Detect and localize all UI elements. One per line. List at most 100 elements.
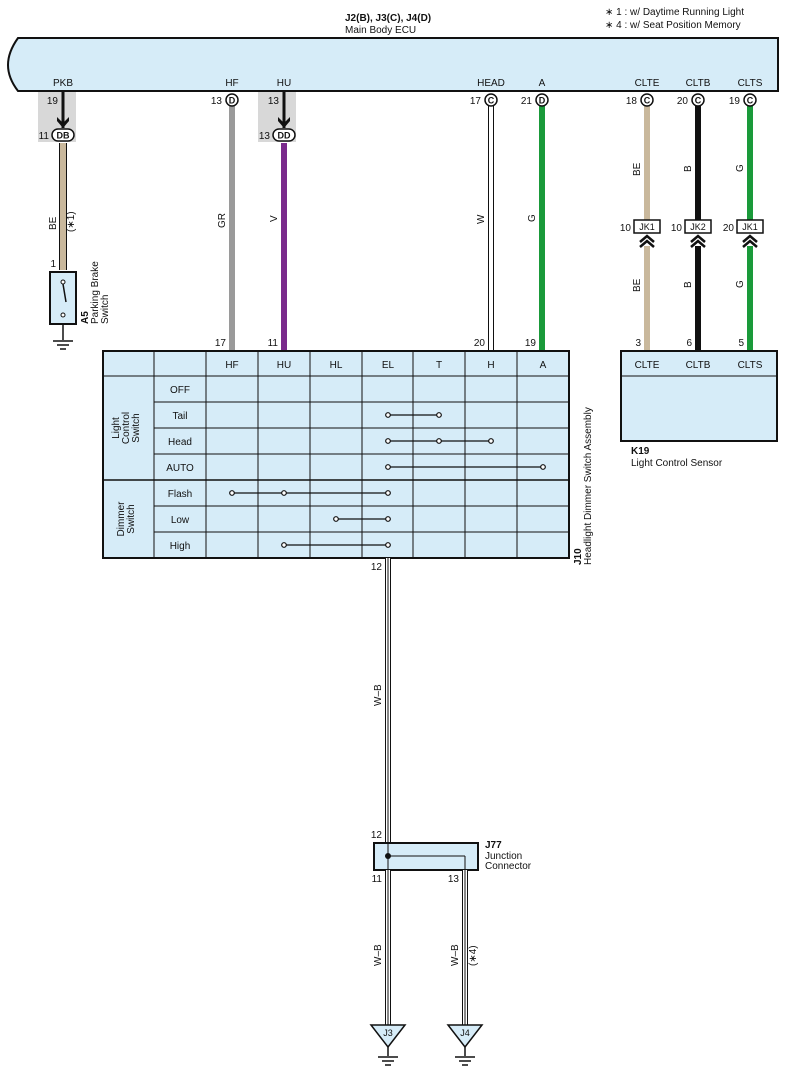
row-high: High — [170, 541, 191, 552]
ecu-connectors: J2(B), J3(C), J4(D) — [345, 13, 431, 24]
wire-label-clte-upper: BE — [632, 162, 643, 176]
ecu-pin-label-clts: CLTS — [738, 78, 763, 89]
ecu-pin-num-a: 21 — [521, 96, 533, 107]
ground-j3: J3 — [369, 1024, 407, 1066]
jk-num-1: 10 — [620, 223, 632, 234]
jk-connector-2: JK2 10 — [671, 219, 712, 248]
dd-pill — [272, 128, 296, 142]
j10-id: J10 — [573, 548, 584, 565]
col-h: H — [487, 360, 494, 371]
jk-label-3: JK1 — [742, 222, 758, 232]
ecu-connector-circles: D C D C C C — [225, 93, 757, 107]
ecu-conn-letter-clte: C — [644, 96, 651, 106]
k19-pin-num-clts: 5 — [738, 338, 744, 349]
wire-label-hf: GR — [217, 213, 228, 228]
wire-label-a: G — [527, 214, 538, 222]
j77-pin-in: 12 — [371, 830, 383, 841]
dd-label: DD — [278, 131, 291, 141]
wire-label-clte-lower: BE — [632, 278, 643, 292]
ecu-conn-circle-cltb — [691, 93, 705, 107]
k19-box — [620, 350, 778, 442]
row-tail: Tail — [172, 411, 187, 422]
k19-pin-label-clte: CLTE — [635, 360, 660, 371]
j77-name-1: Junction — [485, 851, 522, 862]
ecu-pin-labels: PKB HF HU HEAD A CLTE CLTB CLTS — [53, 78, 763, 89]
ecu-pin-label-pkb: PKB — [53, 78, 73, 89]
ecu-conn-circle-clte — [640, 93, 654, 107]
jk-num-3: 20 — [723, 223, 735, 234]
ecu-pin-num-pkb: 19 — [47, 96, 59, 107]
col-hf: HF — [225, 360, 238, 371]
ecu-pin-label-hf: HF — [225, 78, 238, 89]
wire-label-j4: W–B — [450, 944, 461, 966]
switch-table-headers: HF HU HL EL T H A — [225, 360, 546, 371]
ecu-pin-label-hu: HU — [277, 78, 291, 89]
db-pin-num: 11 — [39, 131, 50, 142]
db-pill — [51, 128, 75, 142]
ground-label-j4: J4 — [460, 1028, 470, 1038]
ecu-pin-label-a: A — [539, 78, 546, 89]
wire-label-clts-upper: G — [735, 164, 746, 172]
connector-chevron-icon — [639, 234, 655, 248]
j77-id: J77 — [485, 840, 502, 851]
col-hl: HL — [330, 360, 343, 371]
note-1: ∗ 1 : w/ Daytime Running Light — [605, 7, 744, 18]
col-a: A — [540, 360, 547, 371]
ecu-conn-letter-a: D — [539, 96, 546, 106]
wire-label-clts-lower: G — [735, 280, 746, 288]
connector-chevron-icon — [690, 234, 706, 248]
connector-chevron-icon — [742, 234, 758, 248]
jk-connectors: JK1 10 JK2 10 JK1 20 — [620, 219, 764, 248]
light-control-sensor: 3 6 5 CLTE CLTB CLTS K19 Light Control S… — [620, 338, 778, 469]
row-low: Low — [171, 515, 190, 526]
continuity-dots — [229, 412, 546, 548]
wire-label-cltb-upper: B — [683, 165, 694, 172]
jk-connector-1: JK1 10 — [620, 219, 661, 248]
group-light-1: Light — [111, 417, 122, 439]
wire-color-labels: BE (∗1) GR V W G BE B G BE B G — [48, 162, 746, 292]
ecu-conn-letter-clts: C — [747, 96, 754, 106]
ground-j4: J4 — [446, 1024, 484, 1066]
j10-pin-a: 19 — [525, 338, 537, 349]
wire-label-pkb: BE — [48, 216, 59, 230]
ground-label-j3: J3 — [383, 1028, 393, 1038]
pb-pin-num: 1 — [50, 259, 56, 270]
ecu-pin-num-hf: 13 — [211, 96, 223, 107]
switch-group-labels: Light Control Switch Dimmer Switch — [111, 412, 142, 537]
ecu-conn-letter-head: C — [488, 96, 495, 106]
j77-name-2: Connector — [485, 861, 532, 872]
ground-triangle-icon — [446, 1024, 484, 1049]
inline-connector-db: DB 11 — [39, 117, 75, 142]
k19-pin-label-clts: CLTS — [738, 360, 763, 371]
group-dimmer-1: Dimmer — [116, 501, 127, 537]
j10-pin-hu: 11 — [268, 338, 279, 349]
wire-note-j4: (∗4) — [468, 945, 479, 966]
jk-label-2: JK2 — [690, 222, 706, 232]
k19-pin-num-clte: 3 — [635, 338, 641, 349]
ecu-pin-num-hu: 13 — [268, 96, 280, 107]
ground-icon — [378, 1056, 398, 1066]
jk-label-1: JK1 — [639, 222, 655, 232]
wire-note-pkb: (∗1) — [66, 211, 77, 232]
j10-pin-numbers: 17 11 20 19 — [215, 338, 537, 349]
connector-arrow-icon — [278, 117, 290, 128]
k19-pin-num-cltb: 6 — [686, 338, 692, 349]
ecu-pin-numbers: 19 13 13 17 21 18 20 19 — [47, 96, 741, 107]
ecu-pin-num-clts: 19 — [729, 96, 741, 107]
ecu-pin-label-cltb: CLTB — [686, 78, 711, 89]
wire-label-ground-main: W–B — [373, 684, 384, 706]
ecu-pin-label-clte: CLTE — [635, 78, 660, 89]
wire-label-head: W — [476, 214, 487, 224]
jk-num-2: 10 — [671, 223, 683, 234]
row-flash: Flash — [168, 489, 192, 500]
col-el: EL — [382, 360, 395, 371]
note-2: ∗ 4 : w/ Seat Position Memory — [605, 20, 741, 31]
k19-pin-label-cltb: CLTB — [686, 360, 711, 371]
j77-pin-out2: 13 — [448, 874, 460, 885]
ground-icon — [455, 1056, 475, 1066]
inline-connector-dd: DD 13 — [259, 117, 296, 142]
wire-label-j3: W–B — [373, 944, 384, 966]
headlight-switch-table: HF HU HL EL T H A OFF Tail Head AUTO Fla… — [102, 350, 594, 565]
j10-name: Headlight Dimmer Switch Assembly — [583, 407, 594, 565]
